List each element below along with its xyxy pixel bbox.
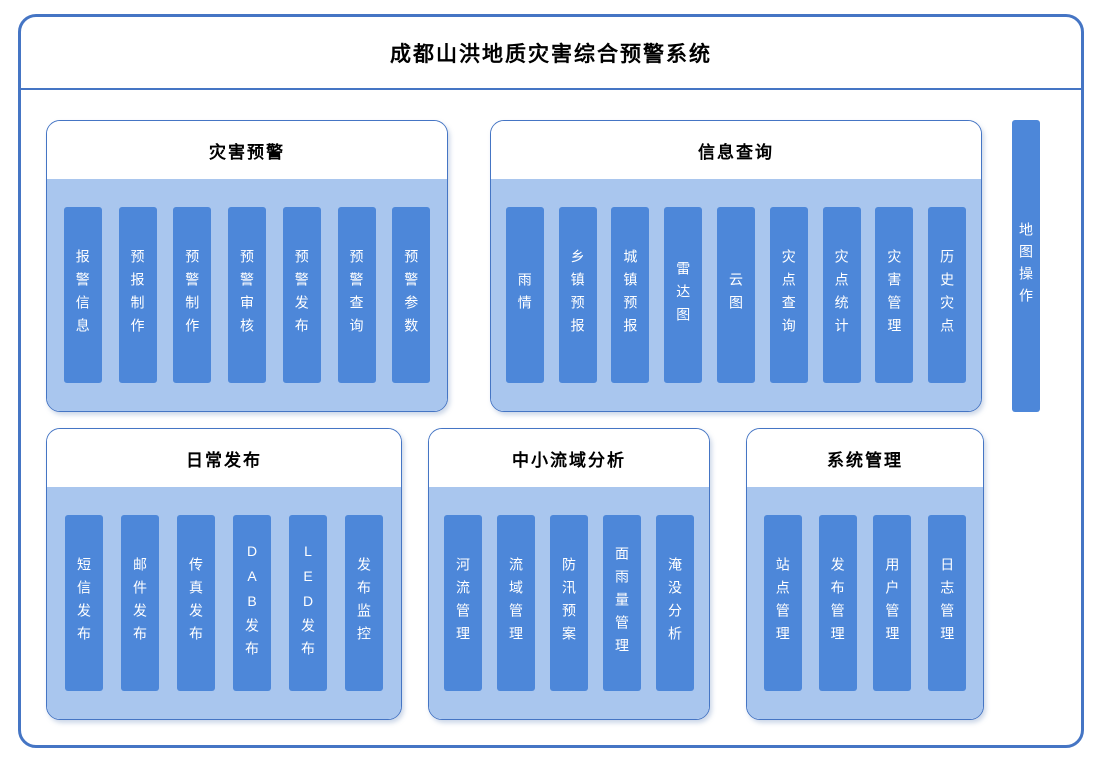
module-item[interactable]: LED发布 — [289, 515, 327, 691]
module-body-info-query: 雨情乡镇预报城镇预报雷达图云图灾点查询灾点统计灾害管理历史灾点 — [491, 179, 981, 411]
module-body-daily-publish: 短信发布邮件发布传真发布 DAB发布 LED发布发布监控 — [47, 487, 401, 719]
module-item[interactable]: 预报制作 — [118, 207, 157, 383]
module-item[interactable]: 流域管理 — [497, 515, 535, 691]
module-item[interactable]: 雨情 — [505, 207, 544, 383]
page-title: 成都山洪地质灾害综合预警系统 — [390, 42, 712, 66]
module-item[interactable]: 日志管理 — [928, 515, 967, 691]
module-daily-publish: 日常发布 短信发布邮件发布传真发布 DAB发布 LED发布发布监控 — [46, 428, 402, 720]
module-body-disaster-warning: 报警信息预报制作预警制作预警审核预警发布预警查询预警参数 — [47, 179, 447, 411]
module-item[interactable]: 面雨量管理 — [603, 515, 641, 691]
module-item[interactable]: 预警制作 — [173, 207, 212, 383]
module-item[interactable]: 防汛预案 — [550, 515, 588, 691]
module-item[interactable]: 预警发布 — [282, 207, 321, 383]
title-bar: 成都山洪地质灾害综合预警系统 — [21, 17, 1081, 88]
module-item[interactable]: 淹没分析 — [656, 515, 694, 691]
module-item[interactable]: 乡镇预报 — [558, 207, 597, 383]
module-item[interactable]: 发布监控 — [345, 515, 383, 691]
module-item[interactable]: 站点管理 — [763, 515, 802, 691]
module-title-info-query: 信息查询 — [491, 121, 981, 179]
module-item[interactable]: 报警信息 — [63, 207, 102, 383]
module-item[interactable]: 预警审核 — [228, 207, 266, 383]
module-item[interactable]: 用户管理 — [873, 515, 912, 691]
header-divider — [21, 88, 1081, 90]
module-item[interactable]: 云图 — [716, 207, 755, 383]
module-body-watershed-analysis: 河流管理流域管理防汛预案面雨量管理淹没分析 — [429, 487, 709, 719]
module-title-system-management: 系统管理 — [747, 429, 983, 487]
module-info-query: 信息查询 雨情乡镇预报城镇预报雷达图云图灾点查询灾点统计灾害管理历史灾点 — [490, 120, 982, 412]
module-item[interactable]: 河流管理 — [444, 515, 482, 691]
module-item[interactable]: 灾害管理 — [875, 207, 914, 383]
module-item[interactable]: 灾点查询 — [769, 207, 808, 383]
module-title-disaster-warning: 灾害预警 — [47, 121, 447, 179]
module-item[interactable]: 灾点统计 — [822, 207, 861, 383]
map-operation-label: 地图操作 — [1018, 222, 1034, 310]
module-item[interactable]: DAB发布 — [233, 515, 271, 691]
module-item[interactable]: 邮件发布 — [121, 515, 159, 691]
module-item[interactable]: 历史灾点 — [928, 207, 967, 383]
module-item[interactable]: 城镇预报 — [611, 207, 650, 383]
module-watershed-analysis: 中小流域分析 河流管理流域管理防汛预案面雨量管理淹没分析 — [428, 428, 710, 720]
module-item[interactable]: 传真发布 — [177, 515, 215, 691]
module-item[interactable]: 雷达图 — [664, 207, 703, 383]
module-title-daily-publish: 日常发布 — [47, 429, 401, 487]
system-frame: 成都山洪地质灾害综合预警系统 灾害预警 报警信息预报制作预警制作预警审核预警发布… — [18, 14, 1084, 748]
module-title-watershed-analysis: 中小流域分析 — [429, 429, 709, 487]
module-item[interactable]: 发布管理 — [818, 515, 857, 691]
module-item[interactable]: 短信发布 — [65, 515, 103, 691]
module-item[interactable]: 预警参数 — [392, 207, 431, 383]
map-operation-bar[interactable]: 地图操作 — [1012, 120, 1040, 412]
module-body-system-management: 站点管理发布管理用户管理日志管理 — [747, 487, 983, 719]
module-disaster-warning: 灾害预警 报警信息预报制作预警制作预警审核预警发布预警查询预警参数 — [46, 120, 448, 412]
module-item[interactable]: 预警查询 — [337, 207, 376, 383]
module-system-management: 系统管理 站点管理发布管理用户管理日志管理 — [746, 428, 984, 720]
